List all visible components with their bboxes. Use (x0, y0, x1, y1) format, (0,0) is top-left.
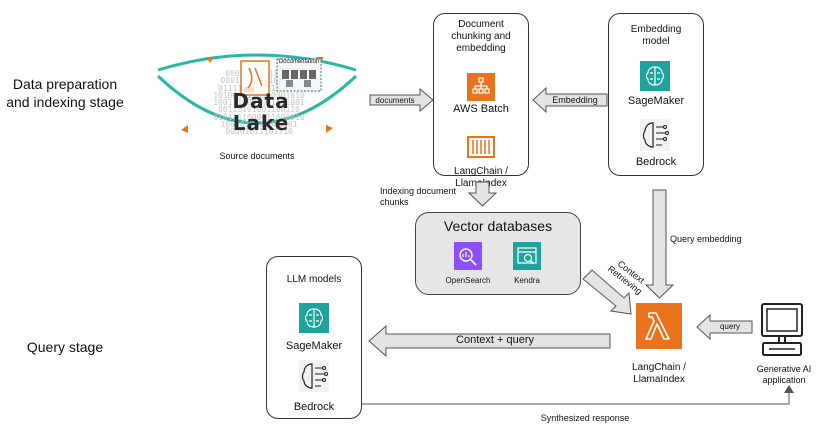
brain-icon (299, 303, 329, 333)
llm-models-box: LLM models SageMaker Bedrock (266, 256, 362, 419)
vector-databases-title: Vector databases (443, 218, 553, 234)
stage-label-prep: Data preparation and indexing stage (6, 76, 124, 110)
bedrock-label-llm: Bedrock (293, 401, 335, 413)
data-lake-caption: Source documents (219, 151, 295, 161)
binary-row: 00110101001100110 (218, 105, 300, 115)
embedding-model-title: Embedding model (630, 24, 682, 47)
documents-arrow-label: documents (375, 96, 415, 105)
llm-models-title: LLM models (286, 274, 342, 285)
synthesized-response-line (362, 392, 790, 405)
sagemaker-label-embedding: SageMaker (627, 95, 685, 107)
documentation-icon (276, 58, 322, 92)
context-retrieving-arrow-label: Context Retrieving (605, 258, 647, 297)
aws-batch-label: AWS Batch (453, 103, 509, 115)
generative-ai-app-label: Generative AI application (756, 364, 812, 385)
document-chunking-title: Document chunking and embedding (451, 19, 511, 54)
kendra-icon (513, 242, 541, 270)
synthesized-response-label: Synthesized response (540, 413, 630, 423)
query-embedding-arrow-label: Query embedding (670, 234, 742, 244)
embedding-model-box: Embedding model SageMaker Bedrock (608, 13, 704, 176)
bedrock-brain-icon (640, 119, 670, 151)
computer-icon (759, 302, 805, 358)
vector-databases-box: Vector databases OpenSearch Kendra (415, 212, 581, 295)
langchain-label-query: LangChain / LlamaIndex (632, 362, 686, 385)
documentation-label: Documentation (278, 59, 320, 65)
embedding-arrow-label: Embedding (552, 95, 598, 105)
opensearch-label: OpenSearch (445, 276, 491, 285)
binary-row: 0101111000011000010 (213, 112, 305, 122)
brain-icon (640, 61, 670, 91)
lambda-icon (636, 303, 682, 349)
kendra-label: Kendra (514, 276, 540, 285)
data-lake-title: Data Lake (232, 89, 290, 135)
data-lake: 00001000111110 0001000100101010 01111001… (148, 20, 366, 161)
container-icon (467, 136, 495, 158)
stage-label-query: Query stage (26, 339, 104, 355)
binary-row: 1000010011000101 (220, 120, 298, 130)
pdf-document-icon (240, 60, 270, 96)
indexing-arrow-label: Indexing document chunks (380, 186, 457, 207)
aws-batch-icon (467, 73, 495, 101)
bedrock-label-embedding: Bedrock (635, 156, 677, 168)
opensearch-icon (454, 242, 482, 270)
document-chunking-box: Document chunking and embedding AWS Batc… (433, 13, 529, 189)
binary-row: 00001011101110 (225, 127, 293, 136)
query-arrow-label: query (719, 322, 740, 331)
sagemaker-label-llm: SageMaker (285, 340, 343, 352)
binary-row: 1001110001001101001 (213, 98, 305, 108)
bedrock-brain-icon (299, 360, 329, 392)
synthesized-response-arrowhead (784, 385, 794, 393)
context-query-arrow-label: Context + query (456, 334, 534, 346)
